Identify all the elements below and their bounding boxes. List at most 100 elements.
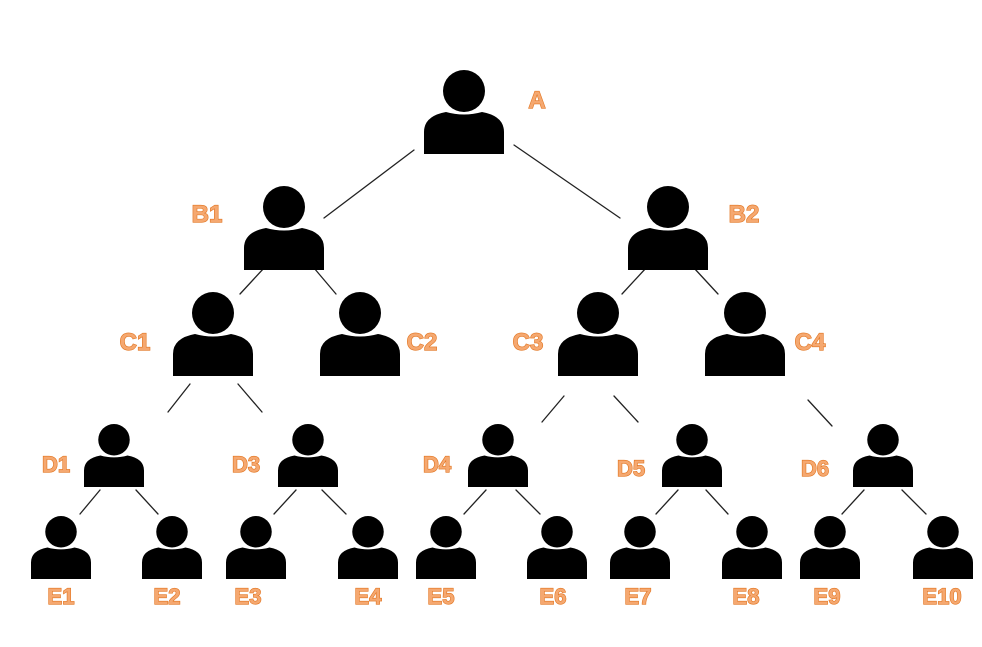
person-icon-d3 — [278, 424, 338, 487]
node-label-d6: D6 — [801, 456, 829, 481]
node-label-c2: C2 — [407, 329, 438, 356]
person-head-icon — [292, 424, 324, 456]
person-icon-e1 — [31, 516, 91, 579]
person-body-icon — [416, 547, 476, 579]
node-label-e6: E6 — [540, 584, 567, 609]
person-head-icon — [240, 516, 272, 548]
connector-c3-d4 — [541, 395, 565, 423]
person-icon-d6 — [853, 424, 913, 487]
person-icon-b2 — [628, 186, 708, 270]
connector-d4-e5 — [463, 489, 487, 515]
connector-c4-d6 — [807, 399, 833, 427]
connector-d1-e1 — [79, 489, 101, 515]
person-head-icon — [867, 424, 899, 456]
person-icon-b1 — [244, 186, 324, 270]
connector-d6-e9 — [841, 489, 865, 515]
person-icon-e8 — [722, 516, 782, 579]
person-icon-e6 — [527, 516, 587, 579]
person-body-icon — [800, 547, 860, 579]
connector-b2-c4 — [693, 267, 719, 295]
person-icon-a — [424, 70, 504, 154]
node-label-e9: E9 — [814, 584, 841, 609]
person-icon-e5 — [416, 516, 476, 579]
person-head-icon — [352, 516, 384, 548]
person-head-icon — [45, 516, 77, 548]
person-head-icon — [443, 70, 485, 112]
person-icon-c1 — [173, 292, 253, 376]
node-label-d3: D3 — [232, 452, 260, 477]
connector-a-b1 — [323, 149, 415, 219]
person-icon-c2 — [320, 292, 400, 376]
connector-c3-d5 — [613, 395, 639, 423]
person-icon-c4 — [705, 292, 785, 376]
person-icon-e2 — [142, 516, 202, 579]
person-icon-c3 — [558, 292, 638, 376]
node-label-e8: E8 — [733, 584, 760, 609]
node-label-e1: E1 — [48, 584, 75, 609]
person-head-icon — [430, 516, 462, 548]
person-head-icon — [736, 516, 768, 548]
person-icon-e4 — [338, 516, 398, 579]
person-body-icon — [527, 547, 587, 579]
person-head-icon — [482, 424, 514, 456]
person-icon-e10 — [913, 516, 973, 579]
node-label-d1: D1 — [42, 452, 70, 477]
person-head-icon — [724, 292, 766, 334]
connector-b1-c1 — [239, 267, 265, 295]
connector-lines — [79, 144, 927, 515]
node-label-e4: E4 — [355, 584, 383, 609]
person-body-icon — [853, 455, 913, 487]
node-label-c4: C4 — [795, 329, 826, 356]
person-body-icon — [722, 547, 782, 579]
person-head-icon — [577, 292, 619, 334]
person-body-icon — [468, 455, 528, 487]
node-label-e3: E3 — [235, 584, 262, 609]
person-head-icon — [541, 516, 573, 548]
person-head-icon — [263, 186, 305, 228]
person-head-icon — [676, 424, 708, 456]
connector-a-b2 — [513, 144, 621, 219]
person-body-icon — [610, 547, 670, 579]
node-label-d5: D5 — [617, 456, 645, 481]
connector-c1-d1 — [167, 383, 191, 413]
node-label-e2: E2 — [154, 584, 181, 609]
person-icon-d4 — [468, 424, 528, 487]
connector-b1-c2 — [313, 267, 337, 295]
person-body-icon — [173, 334, 253, 376]
person-body-icon — [244, 228, 324, 270]
person-body-icon — [424, 112, 504, 154]
node-label-c3: C3 — [513, 329, 544, 356]
person-icon-d5 — [662, 424, 722, 487]
node-label-e7: E7 — [625, 584, 652, 609]
person-nodes — [31, 70, 973, 579]
person-body-icon — [31, 547, 91, 579]
person-body-icon — [320, 334, 400, 376]
person-body-icon — [278, 455, 338, 487]
connector-c1-d3 — [237, 383, 263, 413]
connector-d5-e7 — [655, 489, 679, 515]
node-label-d4: D4 — [423, 452, 452, 477]
person-body-icon — [226, 547, 286, 579]
person-icon-e3 — [226, 516, 286, 579]
person-head-icon — [156, 516, 188, 548]
person-body-icon — [338, 547, 398, 579]
connector-d5-e8 — [705, 489, 729, 515]
connector-d3-e3 — [273, 489, 297, 515]
connector-b2-c3 — [621, 267, 647, 295]
person-head-icon — [814, 516, 846, 548]
node-label-c1: C1 — [120, 329, 151, 356]
node-label-a: A — [528, 87, 545, 114]
person-body-icon — [558, 334, 638, 376]
person-head-icon — [192, 292, 234, 334]
connector-d6-e10 — [901, 489, 927, 515]
node-label-e5: E5 — [428, 584, 455, 609]
person-body-icon — [142, 547, 202, 579]
node-label-b2: B2 — [729, 201, 760, 228]
person-icon-e7 — [610, 516, 670, 579]
person-head-icon — [339, 292, 381, 334]
person-body-icon — [705, 334, 785, 376]
person-icon-e9 — [800, 516, 860, 579]
connector-d4-e6 — [515, 489, 541, 515]
